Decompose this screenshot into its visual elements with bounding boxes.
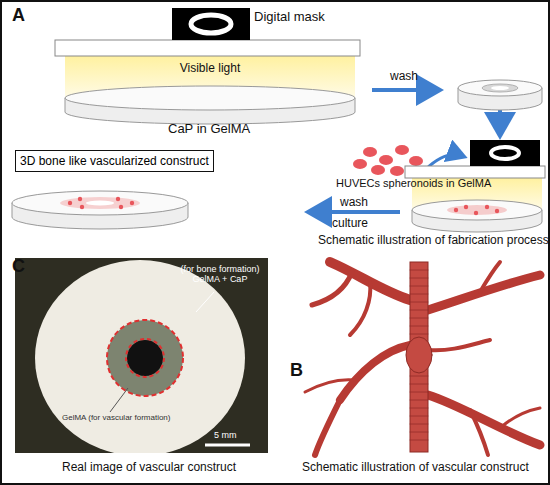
vessel-illustration-part [305,380,355,392]
light-stage-2-part [405,166,545,178]
spheroids-part [353,159,367,169]
vessel-illustration-part [470,410,488,455]
construct-photo-part [196,292,214,312]
construct-photo-part [126,339,164,377]
final-construct-part [130,201,134,205]
final-construct-part [78,197,82,201]
construct-photo-part-part [35,260,245,453]
panel-caption: Real image of vascular construct [62,461,236,475]
construct-photo-part [127,340,163,376]
final-construct-part [60,197,140,209]
gel-disc [65,86,355,124]
step-label: wash [390,70,418,84]
spheroids-part [409,156,423,166]
step-label: wash [340,196,368,210]
light-stage-1-part [55,40,360,56]
vessel-illustration-part [406,337,432,373]
vessel-illustration-part [428,275,540,310]
vessel-illustration-part [340,345,410,400]
spheroids-part [371,165,385,175]
spheroids-part [390,166,404,176]
light-stage-1-part [172,8,250,40]
panel-letter: C [12,256,25,277]
panel-caption: Schematic illustration of vascular const… [302,461,529,475]
panel-caption: Schematic illustration of fabrication pr… [318,234,549,248]
vessel-illustration [305,262,540,455]
construct-photo-part [107,320,183,396]
construct-photo [15,258,268,456]
light-stage-2-part [495,209,499,213]
light-label: Visible light [150,62,270,76]
vessel-illustration-part [312,272,352,305]
construct-photo-part [107,320,183,396]
final-construct-part [86,201,114,206]
light-stage-2-part [474,211,478,215]
final-construct-part [80,205,84,209]
spheroids-part [379,155,393,165]
final-construct-part [68,201,72,205]
box-label: 3D bone like vascularized construct [20,154,209,168]
gel-disc-part [65,86,355,110]
washed-disc-part [482,84,518,92]
final-construct-part [119,205,123,209]
light-stage-2-part [491,147,519,159]
light-stage-2-part [447,205,507,215]
construct-photo-part [205,444,250,447]
light-stage-2-part [470,140,540,166]
vessel-illustration-part [480,262,500,292]
final-construct [12,191,188,229]
process-box: 3D bone like vascularized construct [15,150,214,172]
cell-label: HUVECs spheronoids in GelMA [336,177,491,190]
vessel-illustration-part [350,282,370,335]
scale-label: 5 mm [214,430,237,440]
washed-disc-part [491,86,509,90]
final-construct-part [12,191,188,215]
panel-letter: B [290,360,303,381]
final-construct-part [116,197,120,201]
washed-disc-part [458,80,542,96]
process-arrows-part [498,108,502,132]
vessel-illustration-part [428,340,490,350]
light-stage-2-part [464,205,468,209]
light-stage-1 [55,8,360,98]
step-label: culture [332,217,368,231]
vessel-illustration-part [410,270,428,440]
light-stage-1-part [191,15,231,33]
panel-letter: A [12,5,25,26]
washed-disc [458,80,542,110]
light-stage-2-part [454,208,458,212]
construct-photo-part [35,260,245,453]
mask-label: Digital mask [254,10,325,25]
photo-annotation: GelMA (for vascular formation) [62,413,170,422]
vessel-illustration-part [500,408,540,428]
light-stage-2-part [412,200,542,220]
construct-photo-part [110,388,128,412]
process-arrows-part [372,88,436,92]
photo-annotation: (for bone formation) GelMA + CaP [174,264,266,285]
spheroids-part [395,145,409,155]
process-arrows-part [312,210,400,214]
material-label: CaP in GelMA [168,122,250,137]
spheroids-part [363,147,377,157]
vessel-illustration-part [315,400,340,455]
light-stage-2-part [485,205,489,209]
